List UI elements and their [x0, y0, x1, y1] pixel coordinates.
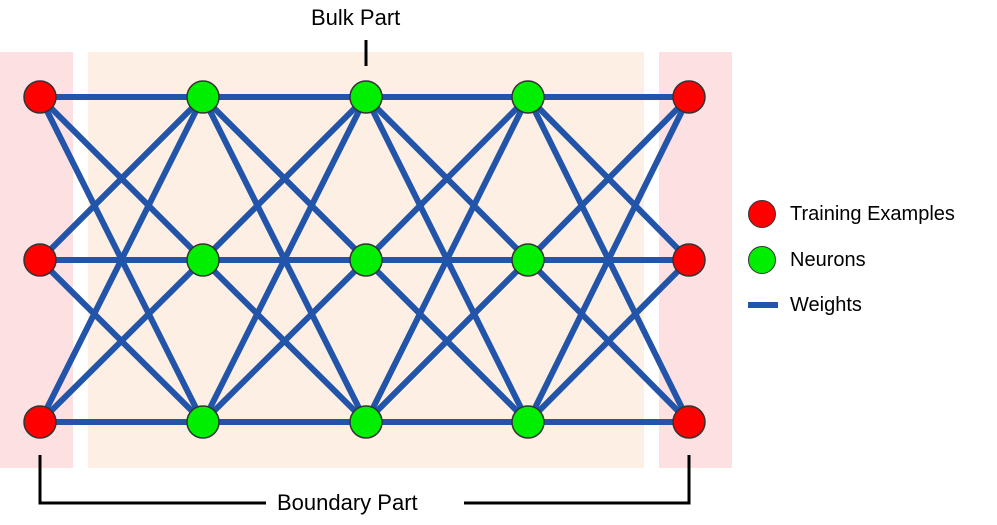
boundary-bracket-right	[464, 455, 691, 505]
training-example-icon	[748, 200, 776, 228]
weight-edge	[37, 94, 206, 425]
legend-label-neurons: Neurons	[790, 248, 866, 271]
weight-edge	[363, 94, 531, 263]
weights-edges	[37, 94, 692, 425]
network-nodes	[23, 80, 706, 439]
neuron-node	[349, 243, 383, 277]
weight-edge	[525, 257, 692, 425]
neuron-node	[349, 80, 383, 114]
neuron-node	[186, 80, 220, 114]
legend-item-training: Training Examples	[748, 199, 955, 229]
weight-edge	[37, 257, 206, 425]
training-example-node	[23, 243, 57, 277]
weight-edge	[200, 94, 369, 263]
bulk-part-label: Bulk Part	[311, 5, 401, 30]
training-example-node	[672, 405, 706, 439]
legend-label-weights: Weights	[790, 293, 862, 316]
weight-edge	[37, 94, 206, 263]
neuron-node	[511, 243, 545, 277]
neuron-node	[511, 80, 545, 114]
boundary-part-label: Boundary Part	[277, 490, 418, 515]
weight-edge	[525, 94, 692, 263]
training-example-node	[23, 405, 57, 439]
legend-item-neurons: Neurons	[748, 245, 866, 275]
weight-edge	[363, 94, 531, 425]
weight-edge	[525, 94, 692, 425]
weight-line-icon	[748, 302, 778, 308]
legend-item-weights: Weights	[748, 290, 862, 320]
neuron-node	[186, 405, 220, 439]
neuron-node	[511, 405, 545, 439]
training-example-node	[672, 80, 706, 114]
weight-edge	[363, 257, 531, 425]
training-example-node	[23, 80, 57, 114]
boundary-bracket-left	[38, 455, 266, 505]
neuron-node	[349, 405, 383, 439]
neuron-icon	[748, 246, 776, 274]
weight-edge	[200, 257, 369, 425]
neuron-node	[186, 243, 220, 277]
training-example-node	[672, 243, 706, 277]
weight-edge	[200, 94, 369, 425]
legend-label-training: Training Examples	[790, 202, 955, 225]
